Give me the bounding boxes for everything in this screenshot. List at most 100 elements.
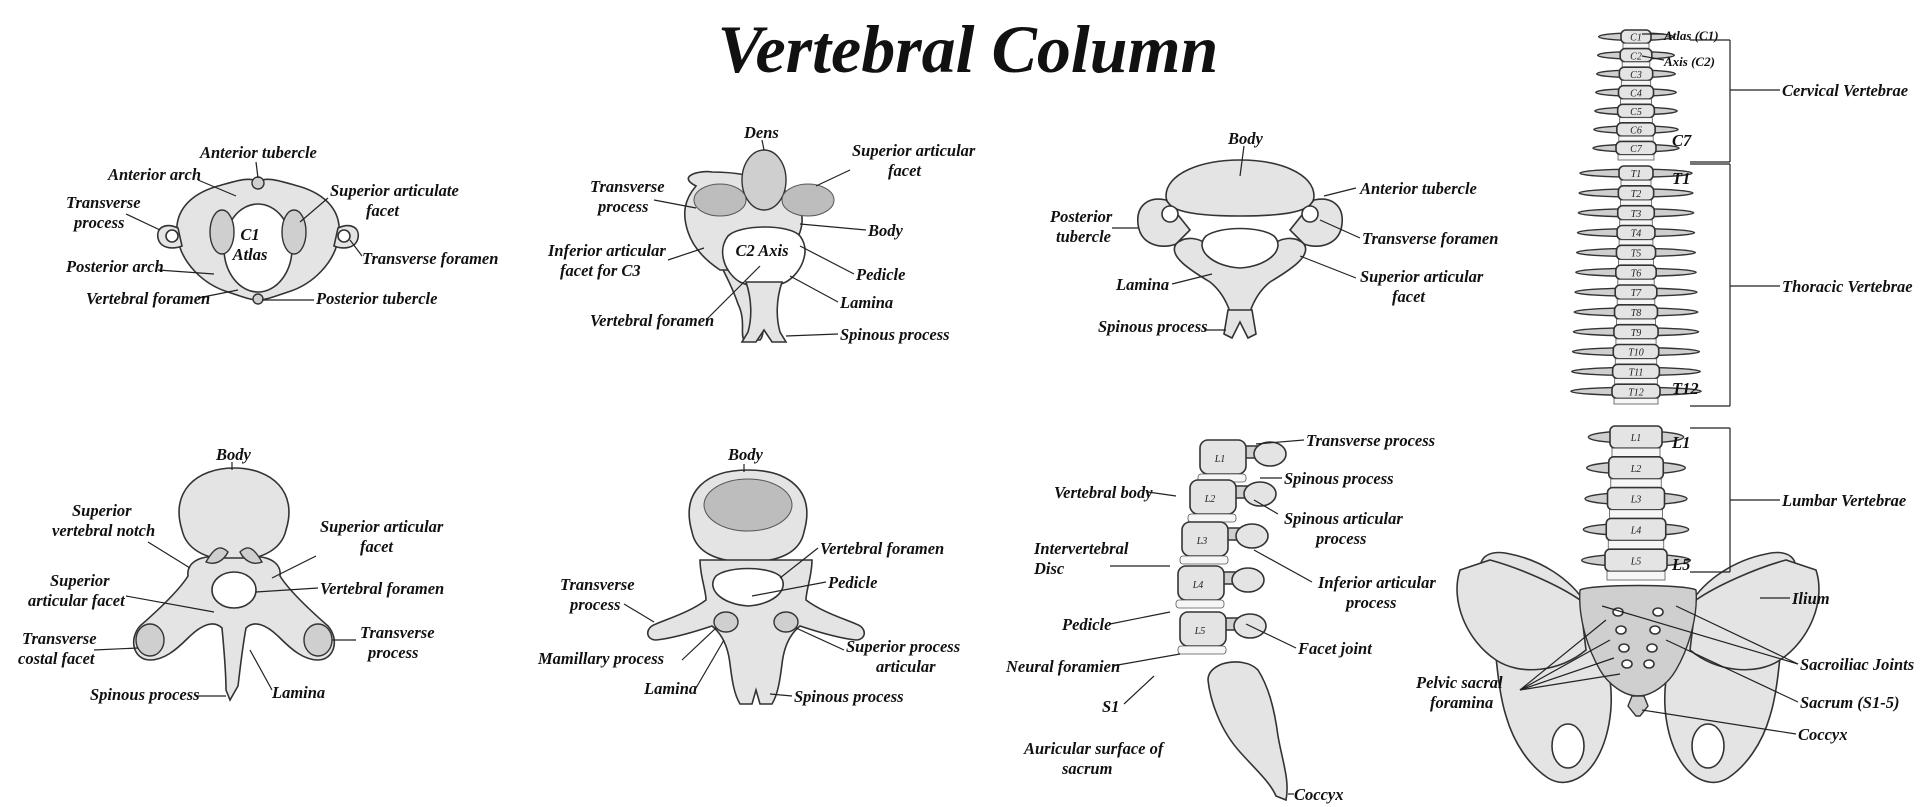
column-cervical-vertebrae-label: Cervical Vertebrae [1782,81,1908,100]
thoracic-superior-facet-b-label-2: articular facet [28,591,125,610]
cervical-posterior-tubercle-label-2: tubercle [1056,227,1111,246]
c1-anterior-tubercle-label: Anterior tubercle [199,143,317,162]
column-id-c4: C4 [1630,88,1642,99]
column-id-t4: T4 [1631,229,1642,240]
lateral-pedicle-label: Pedicle [1061,615,1111,634]
c2-center-label: C2 Axis [735,241,788,260]
lateral-inferior-articular-label-1: Inferior articular [1317,573,1436,592]
thoracic-transverse-costal-label-1: Transverse [22,629,97,648]
c1-anterior-arch-label: Anterior arch [107,165,201,184]
column-id-l1: L1 [1630,433,1642,444]
column-disc-t8 [1616,318,1656,326]
column-disc-t7 [1616,298,1656,306]
column-disc-t12 [1613,398,1659,405]
lateral-spine-l1 [1253,441,1287,467]
page-title: Vertebral Column [718,11,1219,87]
column-disc-t4 [1618,239,1654,246]
c2-spinous-process-label: Spinous process [840,325,950,344]
cervical-body-label: Body [1227,129,1264,148]
column-pelvic-sacral-label-2: foramina [1430,693,1493,712]
c1-atlas-figure: C1 Atlas Anterior tubercle Anterior arch… [65,143,498,308]
lateral-intervertebral-disc-label-2: Disc [1033,559,1065,578]
column-disc-l4 [1607,540,1665,550]
lumbar-transverse-process-label-2: process [568,595,620,614]
lateral-auricular-label-1: Auricular surface of [1023,739,1165,758]
cervical-superior-facet-label-1: Superior articular [1360,267,1484,286]
column-lumbar-vertebrae-label: Lumbar Vertebrae [1781,491,1906,510]
column-id-t7: T7 [1631,288,1643,299]
cervical-transverse-foramen-label: Transverse foramen [1362,229,1498,248]
column-thoracic-vertebrae-label: Thoracic Vertebrae [1782,277,1913,296]
lumbar-vertebral-foramen-label: Vertebral foramen [820,539,944,558]
lateral-coccyx-label: Coccyx [1294,785,1343,804]
lumbar-superior-process-label-2: articular [876,657,936,676]
column-id-c7: C7 [1630,144,1643,155]
column-id-l3: L3 [1630,495,1642,506]
lateral-spine-l4 [1231,567,1265,593]
column-disc-t1 [1620,179,1652,187]
lateral-spine-l2 [1243,481,1277,507]
lumbar-superior-process-label-1: Superior process [846,637,960,656]
lateral-id-l5: L5 [1194,626,1206,637]
column-id-c3: C3 [1630,70,1642,81]
column-disc-t6 [1617,279,1655,286]
column-id-c1: C1 [1630,33,1642,44]
column-disc-t5 [1618,259,1654,266]
c1-center-label: C1 [240,225,259,244]
thoracic-body-label: Body [215,445,252,464]
lumbar-pedicle-label: Pedicle [827,573,877,592]
c2-superior-facet-label-2: facet [888,161,921,180]
lateral-disc-l5 [1177,645,1227,655]
lumbar-transverse-process-label-1: Transverse [560,575,635,594]
lumbar-spinous-process-label: Spinous process [794,687,904,706]
column-c7-label: C7 [1672,131,1692,150]
column-sacrum-label: Sacrum (S1-5) [1800,693,1899,712]
c2-transverse-process-label-1: Transverse [590,177,665,196]
thoracic-vertebral-foramen-label: Vertebral foramen [320,579,444,598]
c1-transverse-process-label-1: Transverse [66,193,141,212]
lateral-neural-foramen-label: Neural foramien [1005,657,1120,676]
thoracic-transverse-process-label-2: process [366,643,418,662]
sacral-foramen [1643,659,1655,669]
c2-transverse-process-label-2: process [596,197,648,216]
column-atlas-label: Atlas (C1) [1663,28,1719,43]
thoracic-spinous-process-label: Spinous process [90,685,200,704]
sacral-foramen [1646,643,1658,653]
c1-superior-facet-label-1: Superior articulate [330,181,459,200]
column-disc-l5 [1606,570,1666,581]
thoracic-superior-facet-label-2: facet [360,537,393,556]
c1-posterior-tubercle-label: Posterior tubercle [315,289,437,308]
lateral-auricular-label-2: sacrum [1061,759,1113,778]
thoracic-vertebra-figure: Body Superior vertebral notch Superior a… [18,445,444,704]
c2-lamina-label: Lamina [839,293,893,312]
column-axis-label: Axis (C2) [1663,54,1715,69]
thoracic-transverse-process-label-1: Transverse [360,623,435,642]
column-disc-c7 [1617,154,1655,161]
column-id-l4: L4 [1630,525,1642,536]
column-id-c2: C2 [1630,51,1642,62]
column-l5-label: L5 [1671,555,1690,574]
column-id-t3: T3 [1631,209,1642,220]
lateral-facet-joint-label: Facet joint [1297,639,1372,658]
c2-body-label: Body [867,221,904,240]
lateral-inferior-articular-label-2: process [1344,593,1396,612]
cervical-posterior-tubercle-label-1: Posterior [1049,207,1113,226]
lateral-spinous-articular-label-2: process [1314,529,1366,548]
lateral-disc-l3 [1179,555,1229,565]
column-id-t11: T11 [1629,367,1644,378]
c2-superior-facet-label-1: Superior articular [852,141,976,160]
lateral-spinous-articular-label-1: Spinous articular [1284,509,1403,528]
column-coccyx-label: Coccyx [1798,725,1847,744]
cervical-lamina-label: Lamina [1115,275,1169,294]
lateral-id-l3: L3 [1196,536,1208,547]
column-disc-t2 [1619,199,1653,207]
lumbar-lamina-label: Lamina [643,679,697,698]
thoracic-superior-facet-b-label-1: Superior [50,571,110,590]
column-disc-l2 [1610,478,1662,489]
column-ilium-label: Ilium [1791,589,1830,608]
column-id-c6: C6 [1630,126,1642,137]
lateral-transverse-process-label: Transverse process [1306,431,1435,450]
lateral-disc-l4 [1175,599,1225,609]
lateral-id-l1: L1 [1214,454,1226,465]
